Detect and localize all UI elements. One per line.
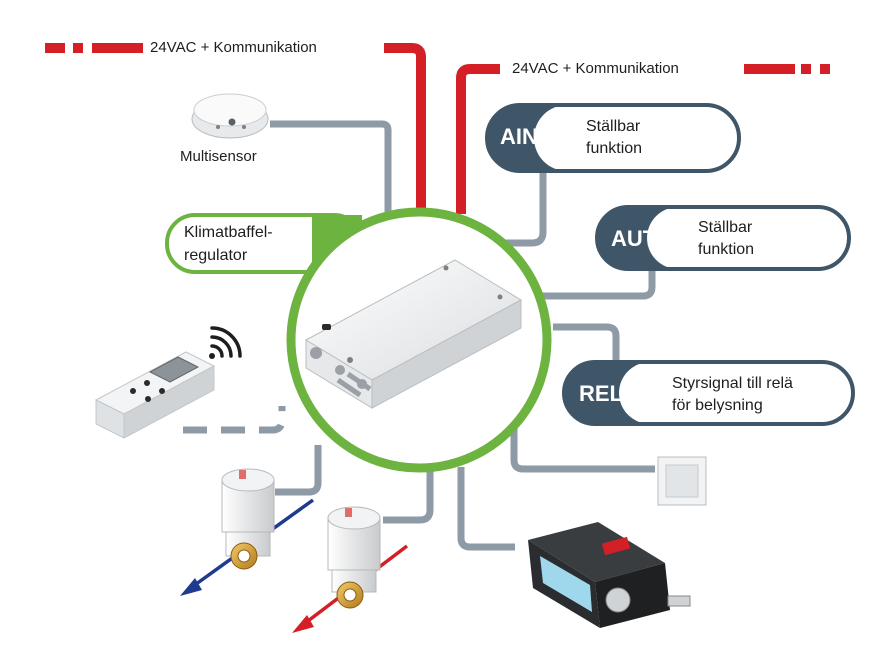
aut-connector	[540, 266, 656, 300]
rela-text-line2: för belysning	[672, 397, 763, 414]
controller-label-line1: Klimatbaffel-	[184, 224, 273, 241]
valve-actuator-icon	[180, 468, 315, 596]
multisensor-icon	[191, 93, 269, 139]
aut-pill	[595, 205, 851, 271]
power-label-left: 24VAC + Kommunikation	[150, 39, 317, 56]
power-label-right: 24VAC + Kommunikation	[512, 60, 679, 77]
ain-text-line2: funktion	[586, 140, 643, 157]
valve2-connector	[383, 470, 434, 524]
power-line-right	[456, 64, 830, 214]
rela-connector	[553, 323, 620, 362]
connector-lines	[183, 120, 656, 551]
aut-head: AUT	[611, 226, 657, 251]
valve1-connector	[275, 445, 322, 496]
wifi-icon	[209, 326, 242, 359]
damper-actuator-icon	[528, 522, 691, 628]
damper-connector	[457, 467, 515, 551]
thermostat-connector	[183, 406, 286, 434]
rela-pill	[562, 360, 855, 426]
valve-actuator-icon-2	[292, 506, 409, 633]
ain-head: AIN	[500, 124, 538, 149]
rela-head: RELÄ	[579, 381, 639, 406]
ain-connector	[496, 172, 547, 247]
light-switch-icon	[657, 456, 707, 506]
power-line-left	[45, 43, 426, 214]
aut-text-line1: Ställbar	[698, 219, 753, 236]
multisensor-label: Multisensor	[180, 148, 257, 165]
ain-text-line1: Ställbar	[586, 118, 641, 135]
controller-label-line2: regulator	[184, 247, 248, 264]
controller-box-icon	[304, 259, 523, 409]
switch-connector	[510, 408, 655, 473]
aut-text-line2: funktion	[698, 241, 755, 258]
ain-pill	[485, 103, 741, 173]
multisensor-connector	[270, 120, 392, 222]
rela-text-line1: Styrsignal till relä	[672, 375, 793, 392]
thermostat-icon	[94, 351, 216, 439]
